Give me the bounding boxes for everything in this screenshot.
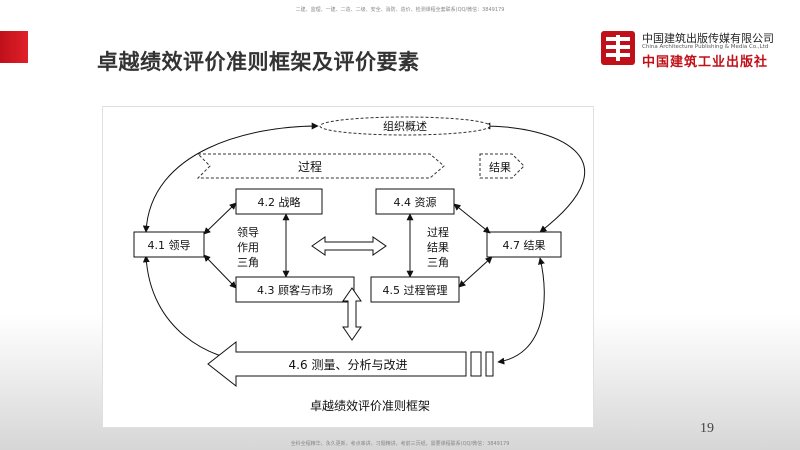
measurement-arrow bbox=[207, 340, 467, 388]
strategy-box bbox=[235, 188, 323, 215]
loop-arc-top-right bbox=[483, 122, 585, 233]
leadership-label: 4.1 领导 bbox=[148, 239, 191, 252]
publisher-name-cn: 中国建筑出版传媒有限公司 bbox=[642, 32, 774, 45]
strategy-label: 4.2 战略 bbox=[258, 195, 301, 209]
center-double-arrow-vertical bbox=[342, 287, 362, 341]
resources-box bbox=[375, 188, 455, 215]
bottom-watermark-note: 全科全程精华，永久更新，考点串讲，习题精讲，考前三页纸，需要课程联系(QQ/微信… bbox=[290, 441, 510, 447]
org-overview-label: 组织概述 bbox=[383, 119, 427, 133]
triangle-left-line-2: 作用 bbox=[237, 241, 259, 254]
arrow-leadership-customer bbox=[203, 254, 237, 289]
process-mgmt-box bbox=[370, 276, 460, 303]
top-watermark-note: 二建、监理、一建、二造、二级、安全、消防、造价、检测课程全套联系(QQ/微信：3… bbox=[295, 7, 505, 13]
publisher-name-en: China Architecture Publishing & Media Co… bbox=[642, 44, 769, 50]
arrow-processmgmt-results bbox=[458, 256, 493, 288]
triangle-right-line-3: 三角 bbox=[427, 256, 449, 269]
results-box-label: 4.7 结果 bbox=[503, 239, 546, 252]
arrow-resources-results bbox=[453, 203, 491, 234]
measurement-tail-block-1 bbox=[470, 351, 482, 377]
resources-label: 4.4 资源 bbox=[394, 195, 437, 209]
publisher-emblem-icon bbox=[601, 31, 635, 65]
red-accent-tab bbox=[0, 31, 28, 63]
arrow-leadership-strategy bbox=[203, 202, 237, 235]
process-mgmt-label: 4.5 过程管理 bbox=[383, 283, 448, 297]
triangle-left-line-1: 领导 bbox=[237, 226, 259, 239]
triangle-right-line-1: 过程 bbox=[427, 226, 449, 239]
result-arrow bbox=[479, 153, 525, 179]
customer-market-label: 4.3 顾客与市场 bbox=[257, 283, 333, 297]
center-double-arrow-horizontal bbox=[311, 236, 387, 256]
publisher-logo: 中国建筑出版传媒有限公司 China Architecture Publishi… bbox=[600, 28, 795, 70]
leadership-box bbox=[133, 231, 205, 258]
loop-arc-top-left bbox=[142, 122, 319, 233]
slide-title: 卓越绩效评价准则框架及评价要素 bbox=[97, 50, 420, 74]
results-box bbox=[486, 231, 562, 258]
publisher-calligraphy: 中国建筑工业出版社 bbox=[642, 55, 769, 70]
triangle-left-line-3: 三角 bbox=[237, 256, 259, 269]
result-label: 结果 bbox=[489, 161, 511, 174]
process-label: 过程 bbox=[298, 159, 322, 174]
org-overview-ellipse bbox=[319, 116, 491, 136]
page-number: 19 bbox=[700, 421, 714, 436]
customer-market-box bbox=[235, 276, 355, 303]
measurement-label: 4.6 测量、分析与改进 bbox=[289, 358, 408, 372]
triangle-right-line-2: 结果 bbox=[427, 241, 449, 254]
measurement-tail-block-2 bbox=[485, 351, 494, 377]
diagram-caption: 卓越绩效评价准则框架 bbox=[310, 398, 430, 413]
process-arrow bbox=[196, 153, 445, 179]
loop-arc-bottom-right bbox=[497, 257, 545, 365]
